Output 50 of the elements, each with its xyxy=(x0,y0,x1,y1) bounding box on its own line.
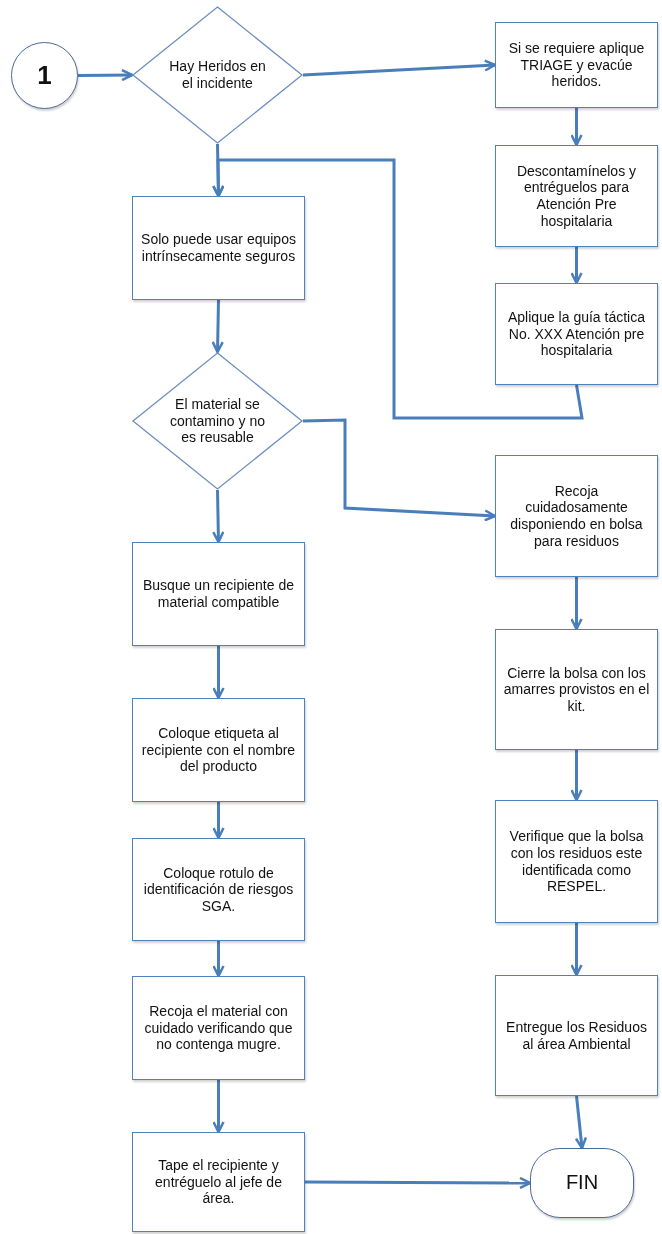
process-box xyxy=(495,975,658,1096)
step-text: Solo puede usar equipos intrínsecamente seguros xyxy=(140,231,297,265)
arrow xyxy=(570,108,583,147)
step-text: Entregue los Residuos al área Ambiental xyxy=(505,1019,648,1052)
arrow xyxy=(305,1176,532,1190)
step-text: Tape el recipiente y entréguelo al jefe de área. xyxy=(154,1157,283,1207)
arrow xyxy=(212,802,225,840)
arrow xyxy=(570,577,583,631)
arrow xyxy=(302,59,497,77)
arrow xyxy=(212,1080,225,1134)
process-box xyxy=(132,542,305,646)
step-text: Recoja cuidadosamente disponiendo en bolsa para residuos xyxy=(509,482,644,550)
process-box xyxy=(495,22,658,108)
step-text: Busque un recipiente de material compatible xyxy=(142,577,295,611)
step-text: Descontamínelos y entréguelos para Atención Pre hospitalaria xyxy=(515,162,638,230)
step-text: 1 xyxy=(37,60,52,91)
arrow xyxy=(570,923,583,977)
process-box xyxy=(132,196,305,300)
step-text: Hay Heridos en el incidente xyxy=(168,58,267,92)
arrow xyxy=(78,68,134,82)
process-box xyxy=(495,145,658,247)
arrow xyxy=(302,418,497,522)
process-box xyxy=(132,698,305,802)
process-box xyxy=(495,629,658,750)
process-box xyxy=(132,1132,305,1232)
arrow xyxy=(574,1095,588,1150)
arrow xyxy=(212,941,225,978)
step-text: Aplique la guía táctica No. XXX Atención pre hospitalaria xyxy=(507,309,646,359)
process-box xyxy=(495,455,658,577)
terminal-shape xyxy=(530,1148,634,1218)
step-text: Cierre la bolsa con los amarres provistos en el kit. xyxy=(502,664,651,715)
arrow xyxy=(570,247,583,285)
decision-diamond xyxy=(132,352,303,490)
process-box xyxy=(132,838,305,941)
process-box xyxy=(495,283,658,385)
step-text: FIN xyxy=(565,1171,599,1195)
step-text: Coloque rotulo de identificación de riesgos SGA. xyxy=(142,864,295,915)
arrow xyxy=(212,158,584,420)
decision-diamond xyxy=(132,6,303,144)
step-text: Verifique que la bolsa con los residuos este identificada como RESPEL. xyxy=(508,828,645,895)
arrow xyxy=(211,299,224,354)
step-text: El material se contamino y no es reusable xyxy=(169,396,266,446)
arrow xyxy=(212,489,225,544)
arrow xyxy=(212,646,225,700)
process-box xyxy=(132,976,305,1080)
step-text: Recoja el material con cuidado verificando que no contenga mugre. xyxy=(143,1003,294,1053)
step-text: Coloque etiqueta al recipiente con el nombre del producto xyxy=(140,725,297,775)
step-text: Si se requiere aplique TRIAGE y evacúe heridos. xyxy=(507,40,646,90)
arrow xyxy=(570,750,583,802)
process-box xyxy=(495,800,658,923)
